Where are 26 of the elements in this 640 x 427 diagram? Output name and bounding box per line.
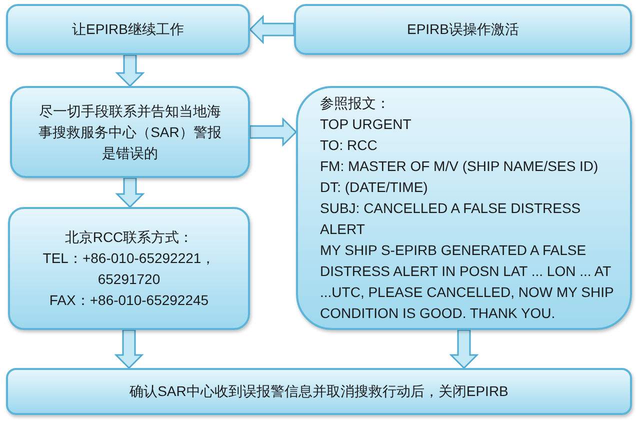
block-arrow xyxy=(114,329,144,370)
process-box xyxy=(10,86,250,178)
box-text: 让EPIRB继续工作 xyxy=(70,20,185,39)
message-line: FM: MASTER OF M/V (SHIP NAME/SES ID) xyxy=(320,156,600,176)
process-box xyxy=(6,4,250,55)
message-line: TO: RCC xyxy=(320,136,378,154)
box-text: 确认SAR中心收到误报警信息并取消搜救行动后，关闭EPIRB xyxy=(128,382,510,401)
message-line: DT: (DATE/TIME) xyxy=(320,178,429,197)
fax-number-text: FAX：+86-010-65292245 xyxy=(48,290,210,310)
contact-box xyxy=(8,207,250,330)
block-arrow xyxy=(248,14,295,44)
block-arrow xyxy=(249,117,298,147)
message-line: SUBJ: CANCELLED A FALSE DISTRESS ALERT xyxy=(320,198,582,238)
message-line: TOP URGENT xyxy=(320,114,412,134)
contact-heading: 北京RCC联系方式： xyxy=(64,228,194,246)
message-box xyxy=(296,86,632,330)
box-text: EPIRB误操作激活 xyxy=(406,20,520,39)
message-paragraph: MY SHIP S-EPIRB GENERATED A FALSE DISTRESS ALERT IN POSN LAT ... LON ... AT ...UTC, PLEASE CANCELLED, NOW MY SHIP CONDITION IS GOOD. THANK YOU. xyxy=(320,240,615,322)
block-arrow xyxy=(115,177,145,208)
message-heading: 参照报文： xyxy=(320,94,391,112)
process-box xyxy=(294,4,632,55)
box-text: 尽一切手段联系并告知当地海事搜救服务中心（SAR）警报是错误的 xyxy=(38,102,222,162)
block-arrow xyxy=(115,54,145,88)
block-arrow xyxy=(449,329,479,370)
process-box xyxy=(6,368,632,415)
phone-number-text: TEL：+86-010-65292221，65291720 xyxy=(42,248,216,288)
